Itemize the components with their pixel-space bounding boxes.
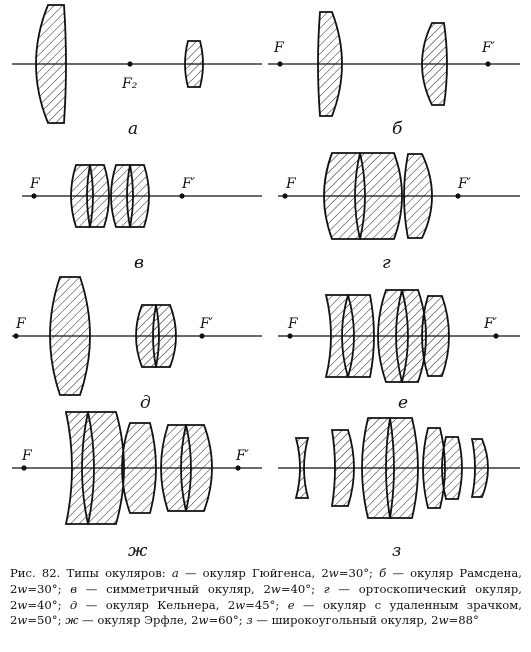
lens-element [121, 422, 157, 514]
caption-variable: w [438, 613, 449, 628]
caption-text: — симметричный окуляр, 2 [77, 581, 271, 596]
lens-element [385, 417, 419, 519]
lens-element [126, 164, 150, 228]
caption-variable: w [17, 597, 28, 612]
focal-point-label: F₂ [121, 76, 138, 92]
lens-element [35, 4, 67, 124]
focal-point-label: F [287, 316, 299, 332]
focal-point-dot [287, 333, 293, 339]
caption-variable: w [328, 566, 339, 580]
eyepiece-diagram-b: F F′ б [268, 11, 520, 139]
caption-variable: w [270, 581, 281, 596]
caption-text: — окуляр Эрфле, 2 [78, 613, 199, 628]
diagram-label: е [398, 393, 408, 413]
caption-value: =45°; [245, 597, 288, 612]
lens-element [81, 411, 125, 525]
caption-text: — широкоугольный окуляр, 2 [252, 613, 439, 628]
focal-point-dot [493, 333, 499, 339]
lens-element [441, 436, 463, 500]
caption-letter: е [287, 597, 295, 612]
diagram-label: б [392, 119, 403, 139]
caption-value: =30°; [27, 581, 71, 596]
caption-variable: w [198, 613, 209, 628]
focal-point-label: F [15, 316, 27, 332]
focal-point-label: F [285, 176, 297, 192]
focal-point-dot [127, 61, 133, 67]
focal-point-dot [277, 61, 283, 67]
caption-letter: д [69, 597, 78, 612]
eyepiece-diagram-z: з [278, 417, 520, 560]
lens-element [180, 424, 213, 512]
focal-point-dot [179, 193, 185, 199]
focal-point-dot [485, 61, 491, 67]
focal-point-label: F [29, 176, 41, 192]
lens-element [470, 438, 489, 498]
focal-point-label: F′ [481, 40, 496, 56]
eyepiece-diagram-zh: F F′ ж [12, 411, 262, 560]
focal-point-dot [21, 465, 27, 471]
lens-element [421, 295, 450, 377]
diagram-label: д [140, 393, 151, 413]
caption-value: =88° [448, 613, 479, 628]
caption-letter: а [171, 566, 179, 580]
eyepiece-diagram-d: F F′ д [12, 276, 262, 413]
figure-caption: Рис. 82. Типы окуляров: а — окуляр Гюйге… [10, 566, 522, 629]
caption-text: — ортоскопический окуляр, 2 [10, 581, 522, 612]
lens-element [354, 152, 403, 240]
focal-point-dot [455, 193, 461, 199]
lens-element [330, 429, 355, 507]
caption-variable: w [17, 581, 28, 596]
caption-text: — окуляр с удаленным зрачком, 2 [10, 597, 522, 628]
caption-text: — окуляр Гюйгенса, 2 [178, 566, 329, 580]
eyepiece-diagram-a: F₂ а [12, 4, 262, 139]
caption-value: =60°; [208, 613, 247, 628]
focal-point-dot [13, 333, 19, 339]
focal-point-label: F′ [483, 316, 498, 332]
caption-letter: в [70, 581, 78, 596]
focal-point-label: F′ [457, 176, 472, 192]
caption-value: =30°; [338, 566, 380, 580]
lens-element [86, 164, 110, 228]
caption-value: =50°; [27, 613, 66, 628]
lens-element [152, 304, 177, 368]
focal-point-dot [282, 193, 288, 199]
lens-element [421, 22, 448, 106]
caption-letter: б [379, 566, 387, 580]
focal-point-label: F′ [181, 176, 196, 192]
caption-letter: ж [65, 613, 79, 628]
eyepiece-diagram-v: F F′ в [22, 164, 262, 273]
caption-text: — окуляр Рамсдена, 2 [10, 566, 522, 596]
focal-point-label: F [21, 448, 33, 464]
caption-value: =40°; [280, 581, 324, 596]
focal-point-dot [199, 333, 205, 339]
focal-point-label: F′ [235, 448, 250, 464]
lens-element [294, 437, 310, 499]
caption-letter: г [323, 581, 330, 596]
diagram-label: а [128, 119, 138, 139]
diagram-label: ж [128, 541, 148, 560]
lens-element [341, 294, 375, 378]
lens-element [403, 153, 433, 239]
caption-value: =40°; [27, 597, 70, 612]
focal-point-label: F [273, 40, 285, 56]
diagram-label: г [382, 253, 391, 273]
lens-element [317, 11, 343, 117]
caption-text: — окуляр Кельнера, 2 [77, 597, 236, 612]
focal-point-label: F′ [199, 316, 214, 332]
eyepiece-diagram-g: F F′ г [278, 152, 520, 273]
lens-element [49, 276, 91, 396]
lens-element [184, 40, 204, 88]
diagram-label: з [392, 541, 401, 560]
caption-letter: з [246, 613, 253, 628]
caption-variable: w [235, 597, 246, 612]
caption-prefix: Рис. 82. Типы окуляров: [10, 566, 172, 580]
focal-point-dot [235, 465, 241, 471]
focal-point-dot [31, 193, 37, 199]
caption-variable: w [17, 613, 28, 628]
eyepiece-diagram-e: F F′ е [278, 289, 520, 413]
diagram-label: в [134, 253, 144, 273]
